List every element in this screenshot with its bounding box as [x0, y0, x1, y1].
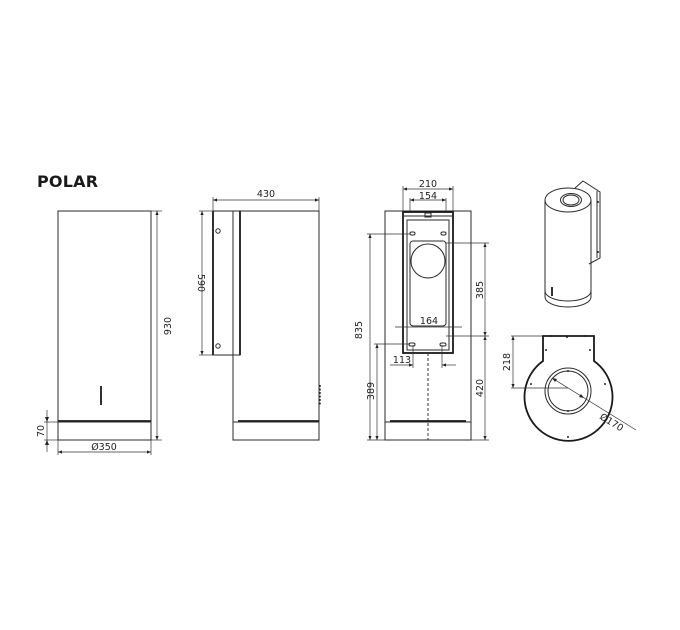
dim-label-164: 164 [420, 316, 438, 327]
duct-opening [410, 243, 446, 279]
front-base-ring [57, 421, 152, 441]
dim-leader-170 [551, 377, 637, 431]
isometric-view [544, 180, 601, 308]
bracket-inner-plate [409, 240, 447, 327]
side-body-outline [232, 210, 320, 423]
dim-label-350: Ø350 [91, 442, 117, 453]
dim-label-70: 70 [36, 425, 47, 437]
dim-label-389: 389 [366, 382, 377, 400]
dim-label-385: 385 [475, 281, 486, 299]
dim-label-420: 420 [475, 379, 486, 397]
side-base-ring [232, 421, 320, 441]
dim-label-590: 590 [195, 274, 206, 292]
top-outline [523, 335, 614, 442]
top-view: Ø170 218 [502, 335, 637, 442]
bracket-screw-bottom [215, 343, 221, 349]
dim-label-430: 430 [257, 189, 275, 200]
iso-duct-ellipse [562, 194, 580, 206]
iso-base [544, 296, 592, 308]
iso-bracket [574, 180, 601, 265]
dim-label-218: 218 [502, 353, 513, 371]
dim-label-930: 930 [163, 317, 174, 335]
dim-label-113: 113 [393, 355, 411, 366]
front-body-outline [57, 210, 152, 423]
iso-top-ellipse [544, 187, 592, 213]
bracket-screw-top [215, 228, 221, 234]
dim-label-154: 154 [419, 191, 437, 202]
side-view: 430 590 [195, 189, 321, 441]
product-title: POLAR [37, 172, 99, 191]
dim-label-835: 835 [354, 321, 365, 339]
top-duct-outer [544, 367, 592, 415]
front-view: 930 70 Ø350 [36, 210, 174, 455]
back-view: 210 154 164 113 835 389 385 420 [354, 179, 489, 441]
dim-label-210: 210 [419, 179, 437, 190]
